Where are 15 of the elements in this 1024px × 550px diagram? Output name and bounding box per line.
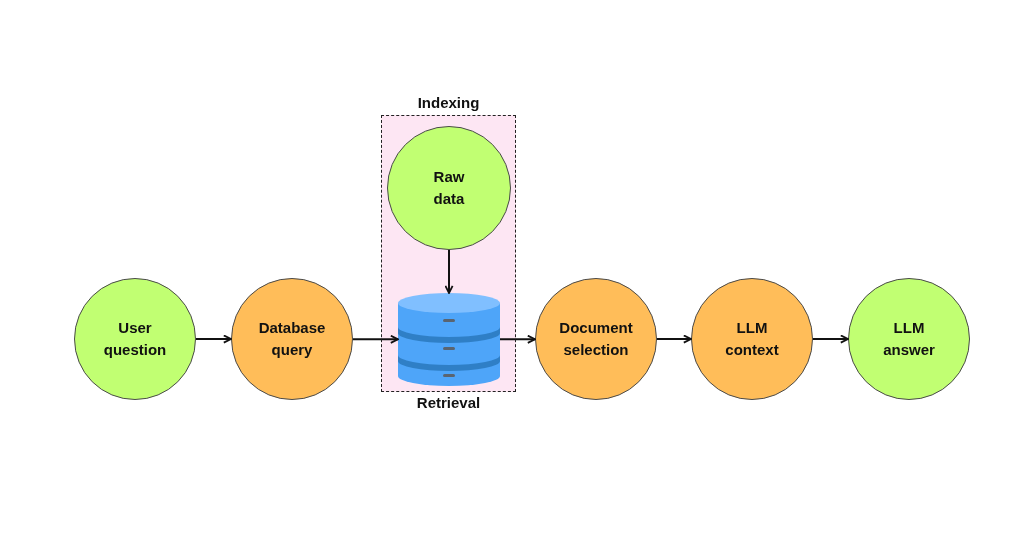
- node-label: Document selection: [559, 318, 633, 360]
- arrow: [195, 334, 232, 344]
- arrow: [352, 334, 399, 344]
- arrow: [812, 334, 849, 344]
- node-label: LLM answer: [883, 318, 935, 360]
- database-cylinder: [398, 293, 500, 386]
- arrow: [499, 334, 536, 344]
- node-label: Database query: [258, 318, 326, 360]
- node-label: User question: [103, 318, 167, 360]
- node-label: Raw data: [433, 167, 465, 209]
- arrow: [656, 334, 692, 344]
- arrow: [444, 249, 454, 294]
- group-heading: Indexing: [416, 93, 481, 113]
- node-label: LLM context: [725, 318, 779, 360]
- group-footer: Retrieval: [381, 393, 516, 413]
